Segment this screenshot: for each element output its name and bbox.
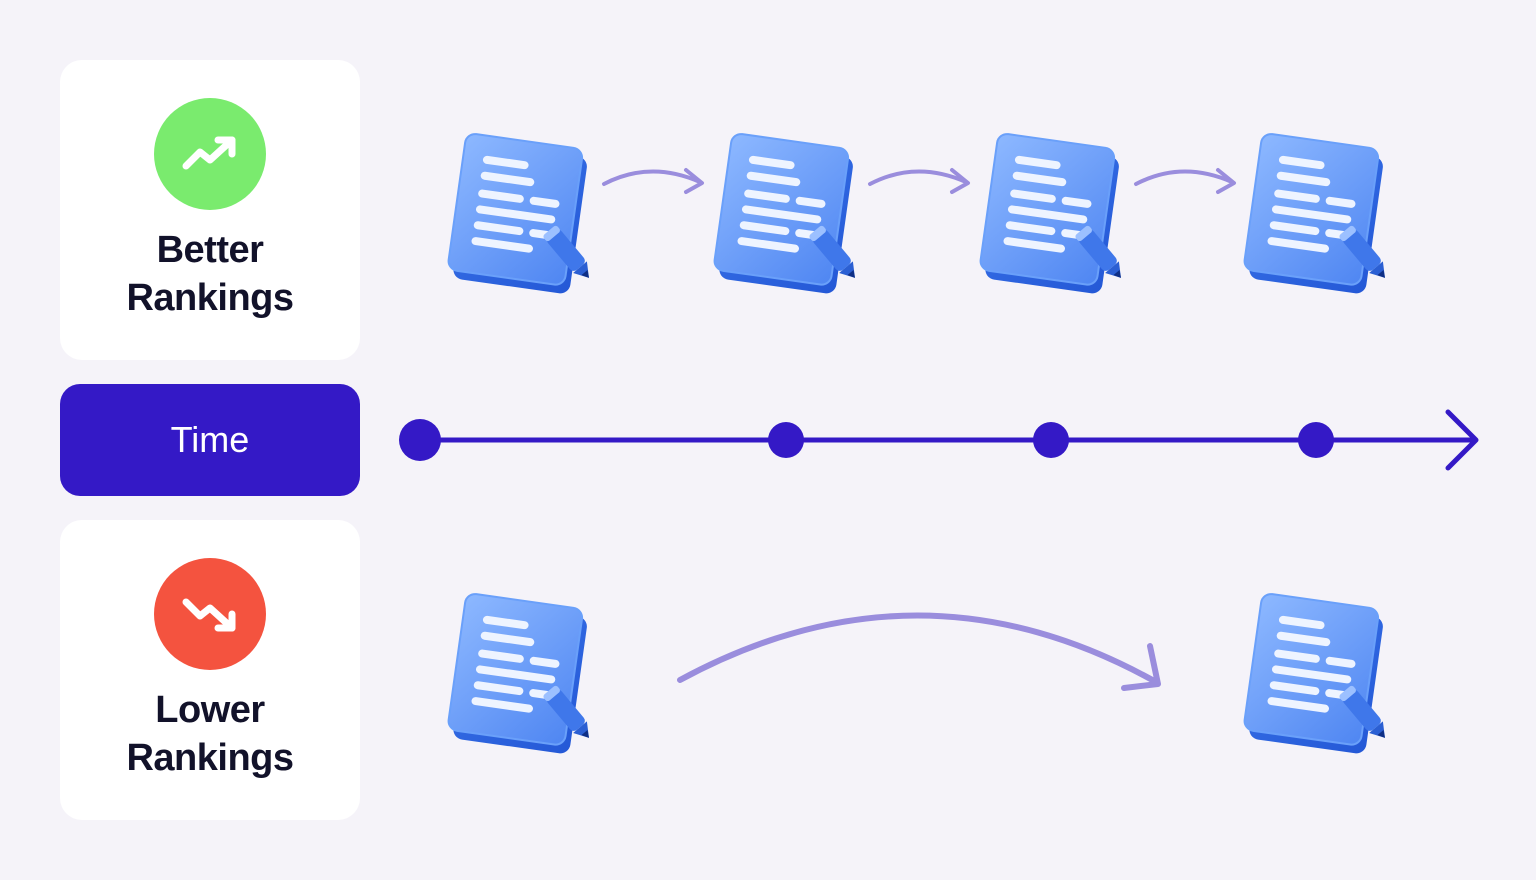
- timeline-dot: [768, 422, 804, 458]
- arrow-head: [1216, 168, 1236, 194]
- document-with-pencil-icon: [1241, 131, 1393, 296]
- trending-up-icon: [182, 136, 236, 170]
- time-label-pill: Time: [60, 384, 360, 496]
- document-with-pencil-icon: [445, 131, 597, 296]
- better-rankings-badge: [154, 98, 266, 210]
- small-curved-arrow: [602, 169, 702, 186]
- timeline-dot: [1298, 422, 1334, 458]
- document-with-pencil-icon: [1241, 591, 1393, 756]
- arrow-head: [684, 168, 704, 194]
- lower-rankings-card: Lower Rankings: [60, 520, 360, 820]
- arrow-head: [950, 168, 970, 194]
- timeline-dot: [399, 419, 441, 461]
- lower-rankings-line2: Rankings: [126, 737, 294, 779]
- document-with-pencil-icon: [445, 591, 597, 756]
- trending-down-icon: [182, 598, 236, 632]
- lower-rankings-line1: Lower: [155, 689, 265, 731]
- small-curved-arrow: [868, 169, 968, 186]
- timeline-arrowhead: [1445, 409, 1479, 471]
- better-rankings-card: Better Rankings: [60, 60, 360, 360]
- lower-rankings-label: Lower Rankings: [60, 686, 360, 782]
- timeline-dot: [1033, 422, 1069, 458]
- better-rankings-label: Better Rankings: [60, 226, 360, 322]
- document-with-pencil-icon: [977, 131, 1129, 296]
- lower-rankings-badge: [154, 558, 266, 670]
- document-with-pencil-icon: [711, 131, 863, 296]
- long-curved-arrow: [677, 612, 1159, 685]
- better-rankings-line1: Better: [156, 229, 264, 271]
- better-rankings-line2: Rankings: [126, 277, 294, 319]
- arrow-head: [1121, 643, 1161, 691]
- time-label: Time: [170, 419, 250, 460]
- small-curved-arrow: [1134, 169, 1234, 186]
